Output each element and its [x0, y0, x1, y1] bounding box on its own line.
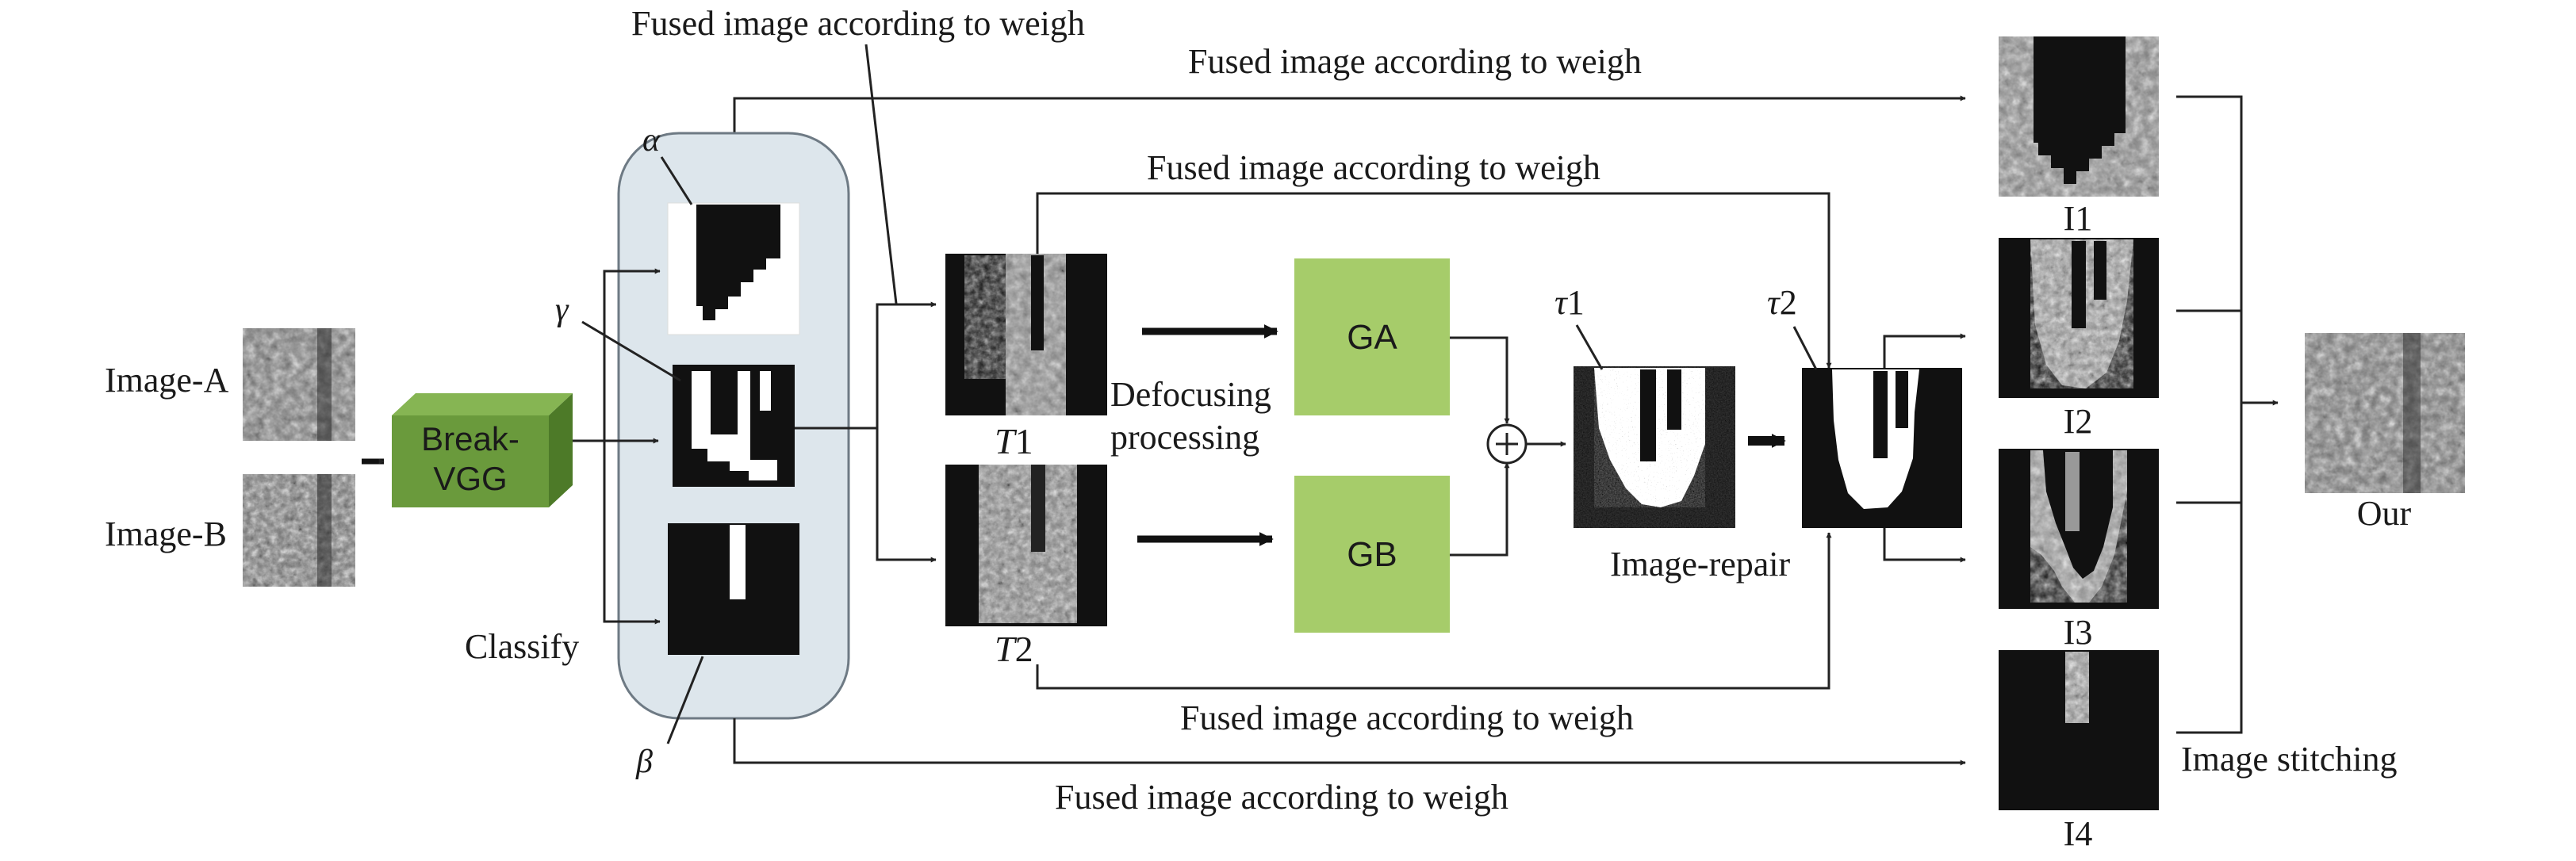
- fused-label-i1: Fused image according to weigh: [1188, 42, 1642, 81]
- tau2-image: [1802, 368, 1962, 528]
- t2-label: T2: [995, 629, 1033, 669]
- arrow-to-t2: [876, 428, 937, 563]
- i1-image: [1999, 36, 2159, 197]
- i4-image: [1999, 650, 2159, 810]
- t1-image: [945, 254, 1107, 415]
- stitch-bracket: [2176, 95, 2243, 734]
- i4-label: I4: [2064, 814, 2093, 853]
- beta-label: β: [635, 744, 653, 780]
- break-vgg-label-1: Break-: [421, 420, 519, 457]
- arrow-tau2-to-i2: [1883, 333, 1966, 368]
- arrow-t2-to-tau2: [1036, 532, 1832, 690]
- defocusing-label-1: Defocusing: [1110, 375, 1271, 414]
- arrow-vgg-to-beta: [603, 441, 661, 625]
- tau2-pointer: [1792, 326, 1818, 370]
- gamma-label: γ: [555, 292, 569, 328]
- alpha-mask: [667, 202, 800, 335]
- ga-label: GA: [1347, 318, 1397, 357]
- image-a-label: Image-A: [105, 361, 229, 400]
- gb-block: GB: [1294, 476, 1450, 633]
- image-b-label: Image-B: [105, 515, 227, 553]
- gb-label: GB: [1347, 535, 1397, 574]
- i3-label: I3: [2064, 613, 2093, 652]
- t2-image: [945, 465, 1107, 626]
- fused-label-t2-bottom: Fused image according to weigh: [1180, 698, 1634, 737]
- i3-image: [1999, 449, 2159, 609]
- tau1-pointer: [1575, 324, 1604, 370]
- image-repair-label: Image-repair: [1610, 545, 1791, 584]
- alpha-label: α: [642, 122, 661, 159]
- arrow-gb-to-sum: [1450, 462, 1510, 557]
- gamma-pointer: [581, 320, 681, 382]
- our-label: Our: [2357, 494, 2412, 533]
- i1-label: I1: [2064, 199, 2093, 238]
- image-stitching-label: Image stitching: [2181, 740, 2398, 779]
- our-image: [2305, 333, 2465, 493]
- beta-mask: [668, 523, 799, 655]
- fused-label-i4: Fused image according to weigh: [1055, 778, 1508, 817]
- fused-pointer-line: [864, 44, 898, 304]
- i2-label: I2: [2064, 402, 2093, 441]
- i2-image: [1999, 238, 2159, 398]
- break-vgg-block: Break- VGG: [392, 393, 573, 507]
- beta-pointer: [666, 656, 704, 744]
- break-vgg-label-2: VGG: [433, 460, 507, 497]
- arrow-to-t1: [876, 301, 937, 428]
- tau1-label: τ1: [1554, 283, 1585, 322]
- tau2-label: τ2: [1767, 283, 1797, 322]
- fused-label-tau2: Fused image according to weigh: [1147, 148, 1600, 187]
- arrow-t1-to-tau2: [1036, 192, 1832, 369]
- image-a-thumbnail: [243, 328, 355, 441]
- arrow-tau2-to-i3: [1883, 528, 1966, 563]
- arrow-ga-to-sum: [1450, 336, 1510, 424]
- ga-block: GA: [1294, 258, 1450, 415]
- sum-node: [1486, 423, 1528, 465]
- image-b-thumbnail: [243, 474, 355, 587]
- arrow-to-i1: [733, 95, 1966, 133]
- defocusing-label-2: processing: [1110, 418, 1259, 457]
- tau1-image: [1574, 366, 1735, 528]
- fused-label-top: Fused image according to weigh: [631, 4, 1085, 43]
- gamma-mask: [673, 365, 795, 487]
- arrow-to-i4: [733, 718, 1966, 766]
- t1-label: T1: [995, 421, 1033, 461]
- arrow-vgg-to-alpha: [603, 268, 661, 441]
- alpha-pointer: [660, 156, 693, 205]
- classify-label: Classify: [465, 627, 579, 666]
